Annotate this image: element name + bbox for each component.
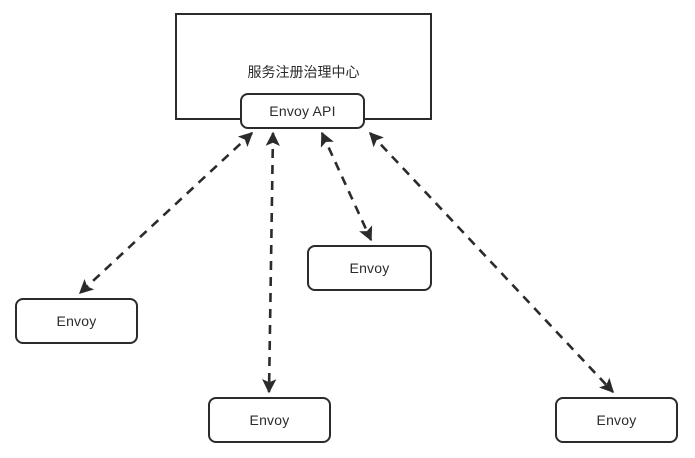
node-envoy-left[interactable]: Envoy — [15, 298, 138, 344]
edge-api-to-envoy-bottom — [262, 131, 280, 394]
node-envoy-right[interactable]: Envoy — [555, 397, 678, 443]
edge-api-to-envoy-mid — [320, 131, 373, 242]
registry-center-label: 服务注册治理中心 — [247, 64, 360, 80]
envoy-right-label: Envoy — [596, 412, 637, 428]
edge-api-to-envoy-left — [78, 132, 254, 294]
envoy-left-label: Envoy — [56, 313, 97, 329]
node-envoy-bottom[interactable]: Envoy — [208, 397, 331, 443]
edge-api-to-envoy-right — [369, 131, 614, 394]
envoy-bottom-label: Envoy — [249, 412, 290, 428]
envoy-mid-label: Envoy — [349, 260, 390, 276]
node-envoy-api[interactable]: Envoy API — [240, 93, 365, 129]
node-envoy-mid[interactable]: Envoy — [307, 245, 432, 291]
envoy-api-label: Envoy API — [269, 103, 336, 119]
